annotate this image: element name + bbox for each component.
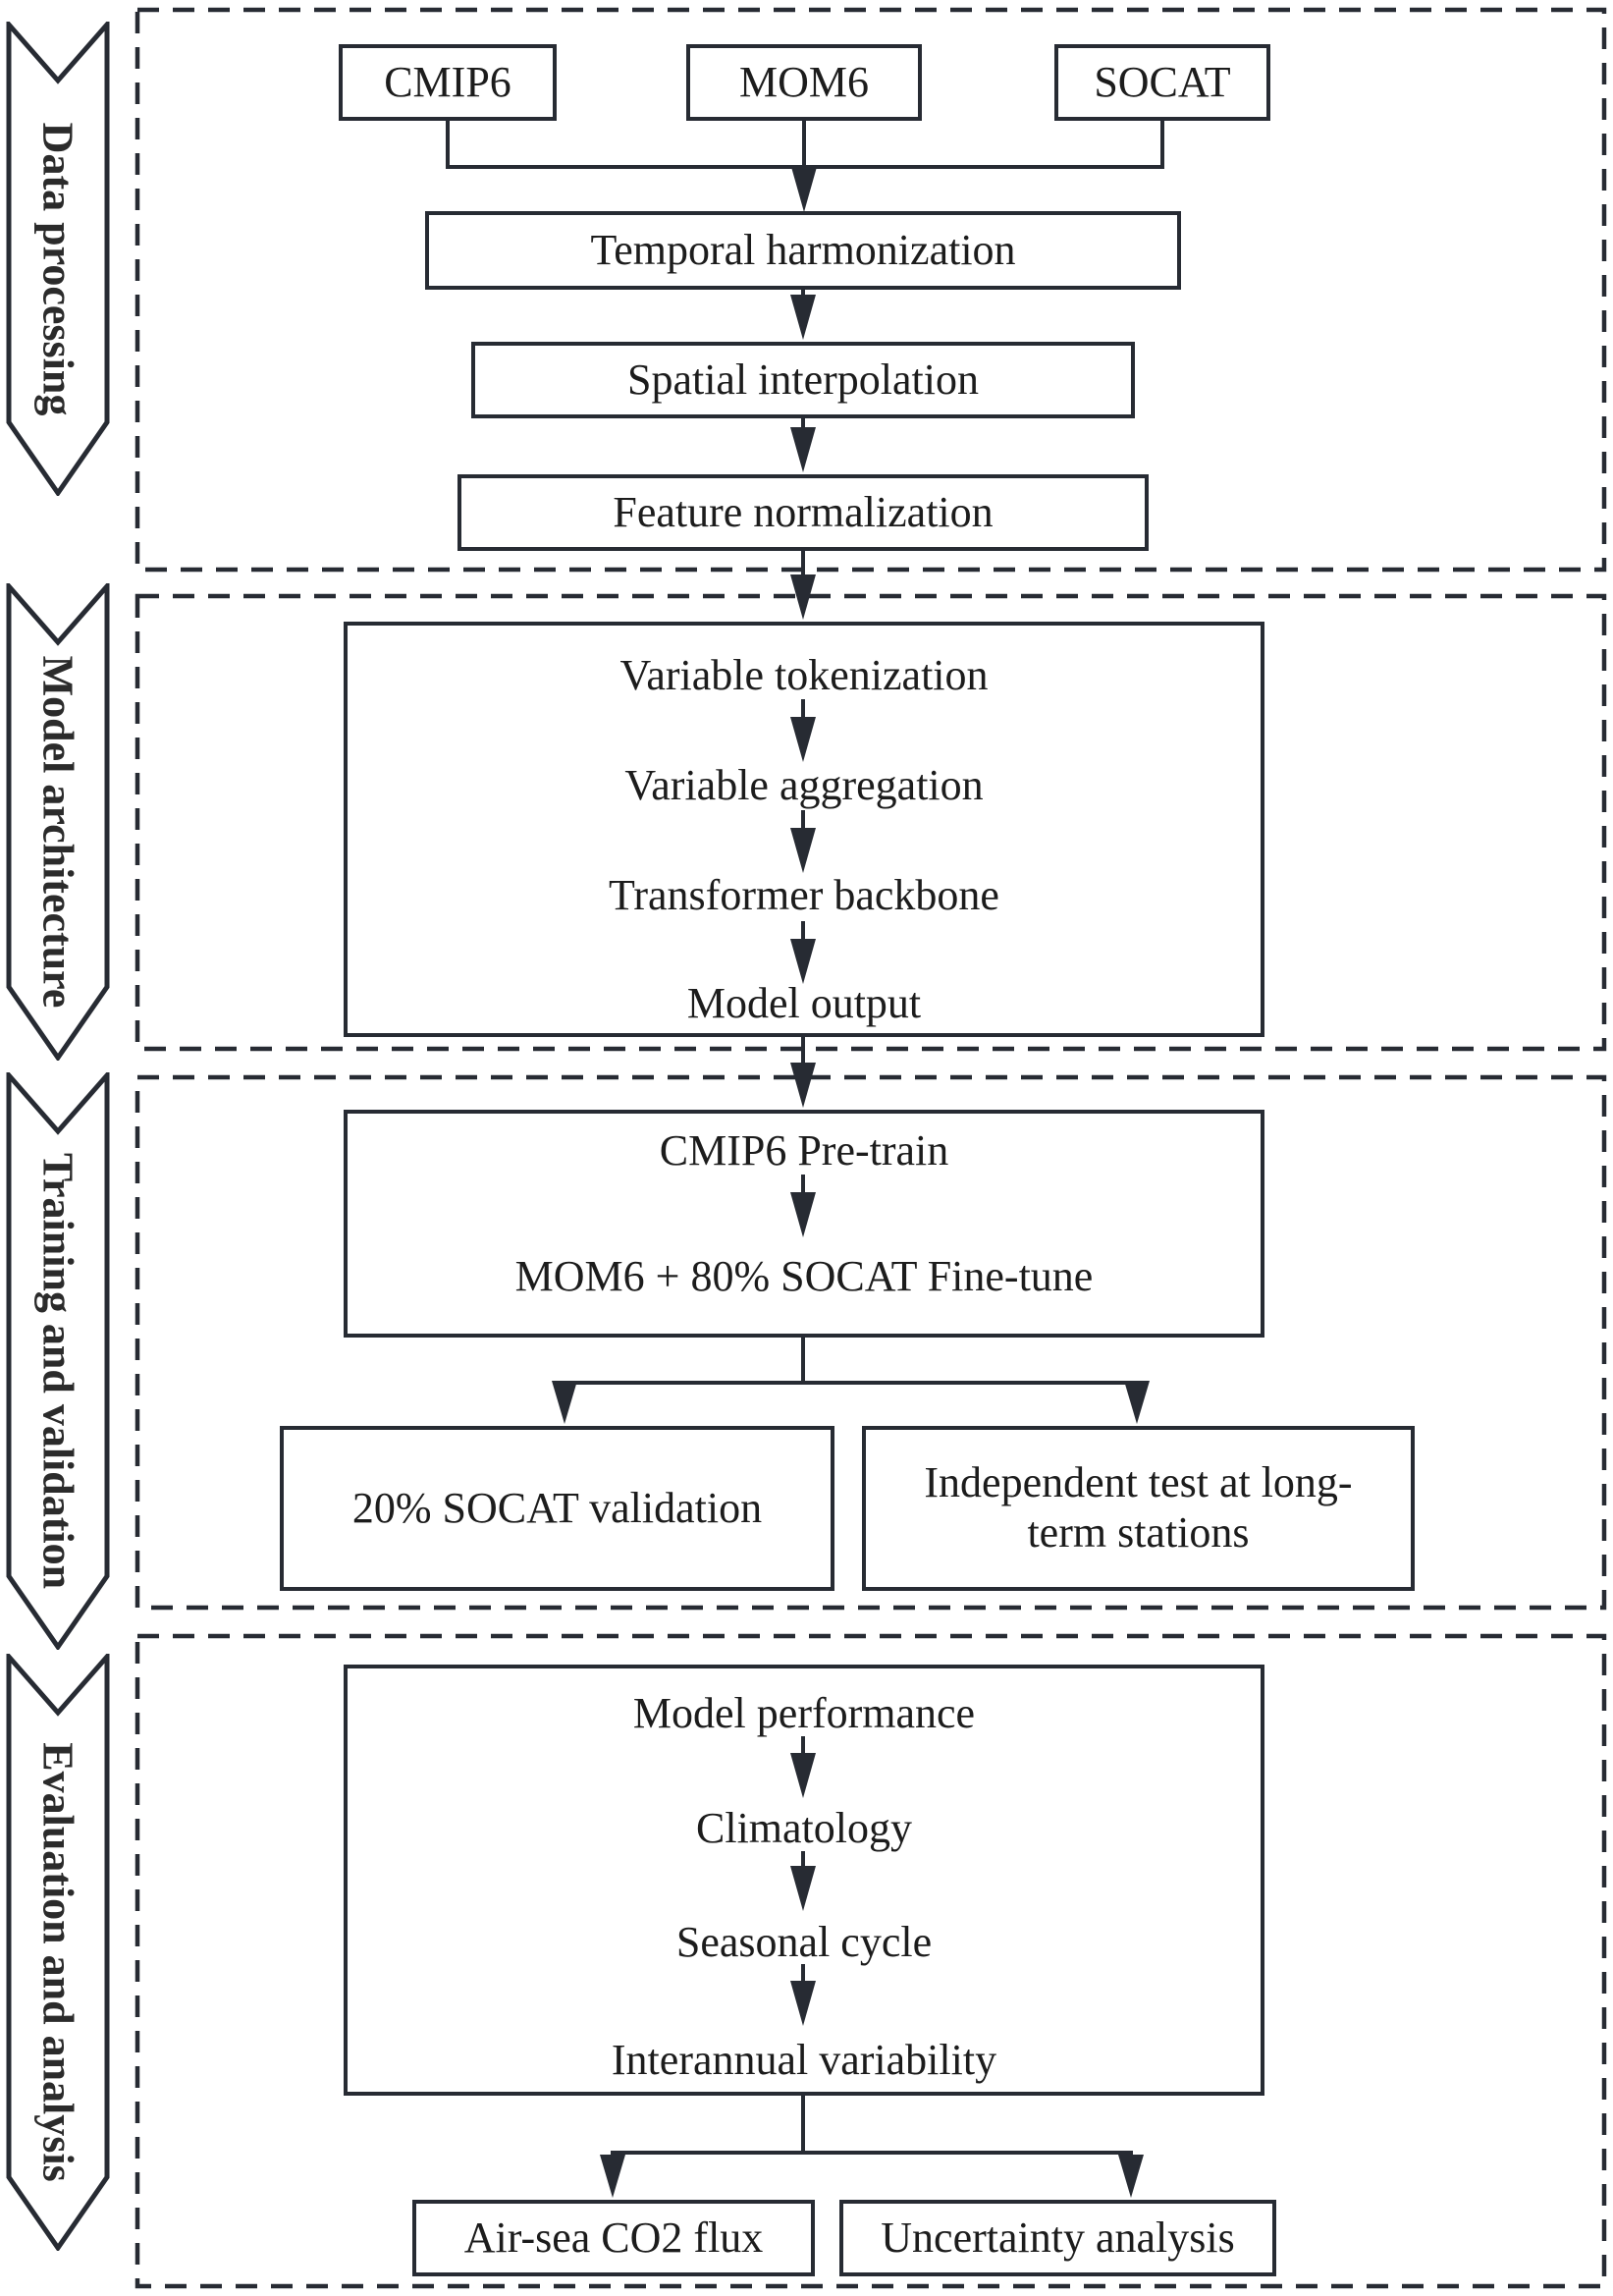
banner-chevron-shape — [6, 22, 110, 496]
banner-data-processing: Data processing — [6, 22, 110, 496]
step-variable-aggregation: Variable aggregation — [624, 761, 984, 809]
flow-arrow — [600, 2153, 625, 2198]
training-box — [344, 1110, 1264, 1338]
banner-label: Data processing — [33, 122, 82, 415]
step-climatology: Climatology — [696, 1804, 912, 1852]
banner-chevron-shape — [6, 583, 110, 1061]
split-connector — [563, 1338, 1139, 1385]
flow-arrow — [1124, 1381, 1150, 1424]
step-cmip6-pretrain: CMIP6 Pre-train — [659, 1126, 949, 1175]
flow-arrow — [791, 121, 817, 212]
independent-test-label: Independent test at long-term stations — [924, 1458, 1353, 1557]
banner-evaluation-analysis: Evaluation and analysis — [6, 1654, 110, 2251]
banner-chevron-shape — [6, 1654, 110, 2251]
section-border-data-processing — [134, 7, 1607, 573]
flow-arrow — [790, 1037, 816, 1108]
node-spatial-interpolation: Spatial interpolation — [471, 342, 1135, 418]
node-socat-validation: 20% SOCAT validation — [280, 1426, 834, 1591]
banner-chevron-shape — [6, 1072, 110, 1650]
step-variable-tokenization: Variable tokenization — [619, 651, 989, 699]
flow-arrow — [790, 921, 816, 984]
banner-model-architecture: Model architecture — [6, 583, 110, 1061]
section-border-training-validation — [134, 1074, 1607, 1611]
step-model-performance: Model performance — [632, 1689, 976, 1737]
node-mom6: MOM6 — [686, 44, 922, 121]
node-independent-test: Independent test at long-term stations — [862, 1426, 1415, 1591]
flow-arrow — [790, 1851, 816, 1911]
node-feature-normalization: Feature normalization — [457, 474, 1149, 551]
flow-arrow — [790, 1175, 816, 1237]
model-architecture-box — [344, 622, 1264, 1037]
node-airsea-co2-flux: Air-sea CO2 flux — [412, 2200, 815, 2276]
step-interannual-variability: Interannual variability — [611, 2036, 997, 2084]
banner-label: Training and validation — [33, 1152, 82, 1590]
section-border-model-architecture — [134, 593, 1607, 1052]
banner-training-validation: Training and validation — [6, 1072, 110, 1650]
flow-arrow — [790, 551, 816, 620]
step-transformer-backbone: Transformer backbone — [609, 871, 999, 919]
step-mom6-socat-finetune: MOM6 + 80% SOCAT Fine-tune — [514, 1252, 1094, 1300]
banner-label: Evaluation and analysis — [33, 1742, 82, 2182]
node-temporal-harmonization: Temporal harmonization — [425, 211, 1181, 290]
node-socat: SOCAT — [1054, 44, 1270, 121]
flow-arrow — [552, 1381, 577, 1424]
step-seasonal-cycle: Seasonal cycle — [675, 1918, 933, 1966]
split-connector — [611, 2096, 1133, 2155]
flow-arrow — [790, 290, 816, 340]
flow-arrow — [790, 1964, 816, 2026]
section-border-evaluation-analysis — [134, 1633, 1607, 2289]
flow-arrow — [790, 699, 816, 762]
flow-arrow — [790, 418, 816, 472]
step-model-output: Model output — [686, 979, 922, 1027]
flow-arrow — [1118, 2153, 1144, 2198]
evaluation-box — [344, 1665, 1264, 2096]
node-uncertainty-analysis: Uncertainty analysis — [839, 2200, 1276, 2276]
banner-label: Model architecture — [33, 655, 82, 1009]
flow-arrow — [790, 1736, 816, 1798]
node-cmip6: CMIP6 — [339, 44, 557, 121]
flow-arrow — [790, 810, 816, 873]
